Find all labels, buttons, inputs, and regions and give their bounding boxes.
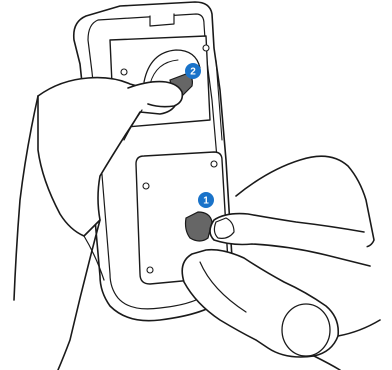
lower-screw-top-left <box>143 183 149 189</box>
lower-screw-top-right <box>211 161 217 167</box>
step-1-number: 1 <box>203 196 209 207</box>
lower-screw-bottom-left <box>147 267 153 273</box>
device-top-notch <box>150 14 174 26</box>
upper-screw-right <box>203 45 209 51</box>
step-2-number: 2 <box>190 67 196 78</box>
right-wrist-cuff <box>282 304 330 356</box>
upper-screw-left <box>121 69 127 75</box>
step-badge-2: 2 <box>185 63 201 79</box>
lower-release-button <box>186 212 213 241</box>
step-badge-1: 1 <box>198 192 214 208</box>
